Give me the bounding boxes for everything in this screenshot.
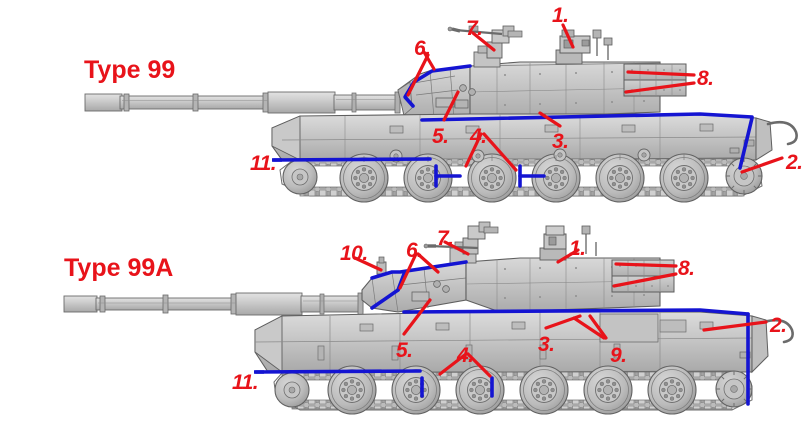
vehicle-type-99 xyxy=(84,23,798,203)
highlight-lower-hull-99a xyxy=(254,369,422,374)
callout-3-type-99a: 3. xyxy=(538,333,555,356)
callout-8-type-99a: 8. xyxy=(678,257,695,280)
turret-side-stowage-99a xyxy=(411,280,450,302)
leader-6b-99 xyxy=(406,53,430,97)
leader-1-99a xyxy=(556,248,580,264)
leader-lines-99 xyxy=(406,23,784,174)
highlight-lines-99 xyxy=(272,64,754,188)
leader-4a-99a xyxy=(438,352,468,376)
title-type-99a: Type 99A xyxy=(64,254,174,282)
leader-7-99a xyxy=(443,240,470,256)
leader-7-99 xyxy=(471,31,496,52)
callout-8-type-99: 8. xyxy=(697,67,714,90)
callout-9-type-99a: 9. xyxy=(610,344,627,367)
leader-1-99 xyxy=(561,23,575,49)
leader-8a-99 xyxy=(626,70,696,77)
callout-11-type-99a: 11. xyxy=(232,371,259,394)
highlight-hull-top-99a xyxy=(402,308,750,316)
leader-6-99 xyxy=(422,50,436,71)
callout-7-type-99a: 7. xyxy=(437,227,454,250)
title-type-99: Type 99 xyxy=(84,56,176,84)
leader-4b-99 xyxy=(482,132,518,172)
callout-1-type-99a: 1. xyxy=(569,237,586,260)
leader-8b-99 xyxy=(624,81,696,94)
callout-6-type-99a: 6. xyxy=(406,239,423,262)
hull-99 xyxy=(271,113,798,161)
highlight-hull-top-99 xyxy=(420,112,754,122)
turret-side-stowage-99 xyxy=(435,84,476,109)
leader-4a-99 xyxy=(464,132,483,168)
leader-lines-99a xyxy=(353,240,768,378)
callout-5-type-99: 5. xyxy=(432,125,449,148)
callout-4-type-99a: 4. xyxy=(457,344,474,367)
callout-3-type-99: 3. xyxy=(552,130,569,153)
leader-9b-99a xyxy=(572,316,606,340)
hull-99a xyxy=(254,311,794,374)
leader-8b-99a xyxy=(612,272,678,288)
running-gear-99a xyxy=(273,365,753,415)
leader-2-99a xyxy=(702,320,768,332)
rear-skirt-panel-99a xyxy=(599,313,659,343)
callout-2-type-99a: 2. xyxy=(770,314,787,337)
callout-4-type-99: 4. xyxy=(470,125,487,148)
leader-10-99a xyxy=(353,256,383,272)
leader-5-99 xyxy=(442,90,460,122)
leader-6b-99a xyxy=(416,252,440,274)
callout-6-type-99: 6. xyxy=(414,37,431,60)
callout-7-type-99: 7. xyxy=(466,17,483,40)
leader-9a-99a xyxy=(588,314,608,340)
callout-2-type-99: 2. xyxy=(786,151,803,174)
commander-sight-99 xyxy=(555,29,591,65)
leader-3-99 xyxy=(538,111,562,128)
roof-machine-gun-99a xyxy=(423,221,499,255)
leader-5-99a xyxy=(402,298,432,336)
callout-1-type-99: 1. xyxy=(552,4,569,27)
leader-4b-99a xyxy=(466,352,492,378)
callout-5-type-99a: 5. xyxy=(396,339,413,362)
leader-8a-99a xyxy=(614,262,678,268)
highlight-lines-99a xyxy=(254,260,750,406)
leader-6a-99a xyxy=(398,252,418,290)
vehicle-type-99a xyxy=(63,221,794,415)
highlight-lower-hull-99 xyxy=(272,157,432,162)
highlight-turret-wedge-lower-99a xyxy=(370,288,400,310)
leader-2-99 xyxy=(740,156,784,174)
highlight-rear-plate-99 xyxy=(738,116,754,170)
callout-11-type-99: 11. xyxy=(250,152,277,175)
gun-barrel-99a xyxy=(63,292,364,316)
callout-10-type-99a: 10. xyxy=(340,242,368,265)
commander-sight-99a xyxy=(539,225,567,261)
gun-barrel-99 xyxy=(84,91,401,114)
